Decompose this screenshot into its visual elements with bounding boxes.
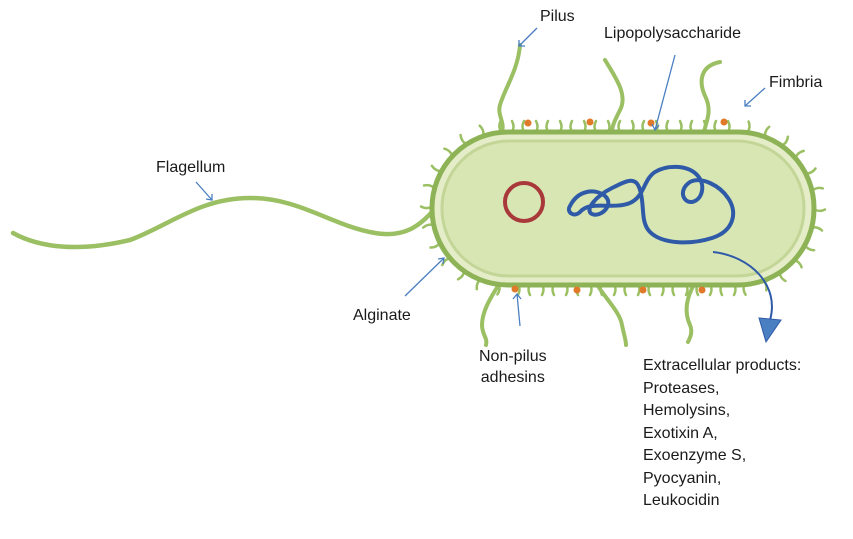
fimbria-pointer xyxy=(745,88,765,106)
extracellular-product: Proteases, xyxy=(643,378,801,401)
secretion-arrowhead xyxy=(759,318,781,342)
adhesin-dot xyxy=(512,286,519,293)
extracellular-products-list: Extracellular products: Proteases, Hemol… xyxy=(643,355,801,513)
extracellular-product: Hemolysins, xyxy=(643,400,801,423)
non-pilus-label-line2: adhesins xyxy=(479,367,547,388)
lipopolysaccharide-label: Lipopolysaccharide xyxy=(604,24,741,44)
cell-inner-membrane xyxy=(442,141,804,276)
extracellular-products-title: Extracellular products: xyxy=(643,355,801,378)
fimbria-label: Fimbria xyxy=(769,73,822,93)
adhesin-pointer xyxy=(517,294,520,326)
flagellum-pointer xyxy=(196,182,212,200)
adhesin-dot xyxy=(640,287,647,294)
alginate-label: Alginate xyxy=(353,306,411,326)
pilus-label: Pilus xyxy=(540,7,575,27)
adhesin-dot xyxy=(574,287,581,294)
pilus-1 xyxy=(499,45,520,132)
lps-pointer xyxy=(655,55,675,130)
alginate-pointer xyxy=(405,258,444,296)
extracellular-product: Pyocyanin, xyxy=(643,468,801,491)
adhesin-dot xyxy=(721,119,728,126)
adhesin-dot xyxy=(699,287,706,294)
adhesin-dot xyxy=(587,119,594,126)
extracellular-product: Exoenzyme S, xyxy=(643,445,801,468)
extracellular-product: Leukocidin xyxy=(643,490,801,513)
pilus-pointer xyxy=(519,28,537,46)
non-pilus-label-line1: Non-pilus xyxy=(479,346,547,367)
pili-top xyxy=(499,45,720,132)
adhesin-dot xyxy=(525,120,532,127)
extracellular-product: Exotixin A, xyxy=(643,423,801,446)
non-pilus-adhesins-label: Non-pilus adhesins xyxy=(479,346,547,388)
flagellum xyxy=(13,198,432,247)
flagellum-label: Flagellum xyxy=(156,158,225,178)
